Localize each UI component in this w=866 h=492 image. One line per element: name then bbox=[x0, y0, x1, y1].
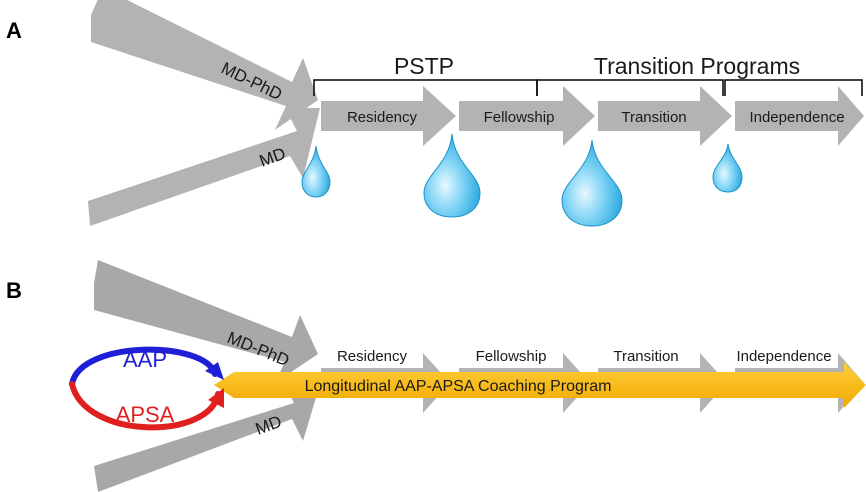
panel-a: A MD-PhD MD Residency Fellowship Transit… bbox=[6, 0, 864, 227]
coaching-program-arrow: Longitudinal AAP-APSA Coaching Program bbox=[214, 362, 866, 408]
stage-independence: Independence bbox=[735, 86, 864, 146]
water-drop-icon bbox=[712, 143, 743, 193]
coaching-program-label: Longitudinal AAP-APSA Coaching Program bbox=[305, 378, 612, 395]
panel-b: B MD-PhD MD Residency Fellowship Transit… bbox=[6, 260, 866, 492]
transition-programs-label: Transition Programs bbox=[594, 53, 800, 79]
md-phd-input-arrow: MD-PhD bbox=[91, 0, 318, 130]
panel-b-letter: B bbox=[6, 278, 22, 303]
apsa-label: APSA bbox=[116, 402, 175, 427]
stage-transition-label: Transition bbox=[621, 109, 686, 126]
stage-fellowship: Fellowship bbox=[459, 86, 595, 146]
stage-residency-label: Residency bbox=[347, 109, 418, 126]
pstp-label: PSTP bbox=[394, 53, 454, 79]
stage-fellowship-label: Fellowship bbox=[476, 348, 547, 365]
stage-independence-label: Independence bbox=[736, 348, 831, 365]
stage-independence-label: Independence bbox=[749, 109, 844, 126]
panel-a-letter: A bbox=[6, 18, 22, 43]
aap-apsa-cycle: AAP APSA bbox=[69, 346, 224, 431]
water-drop-icon bbox=[301, 145, 331, 198]
md-input-arrow: MD bbox=[88, 108, 320, 226]
stage-residency: Residency bbox=[321, 86, 456, 146]
transition-programs-bracket: Transition Programs bbox=[536, 53, 863, 96]
aap-label: AAP bbox=[123, 347, 167, 372]
water-drop-icon bbox=[423, 133, 481, 218]
stage-transition-label: Transition bbox=[613, 348, 678, 365]
stage-fellowship-label: Fellowship bbox=[484, 109, 555, 126]
water-drop-icon bbox=[561, 139, 623, 227]
stage-residency-label: Residency bbox=[337, 348, 408, 365]
stage-transition: Transition bbox=[598, 86, 732, 146]
